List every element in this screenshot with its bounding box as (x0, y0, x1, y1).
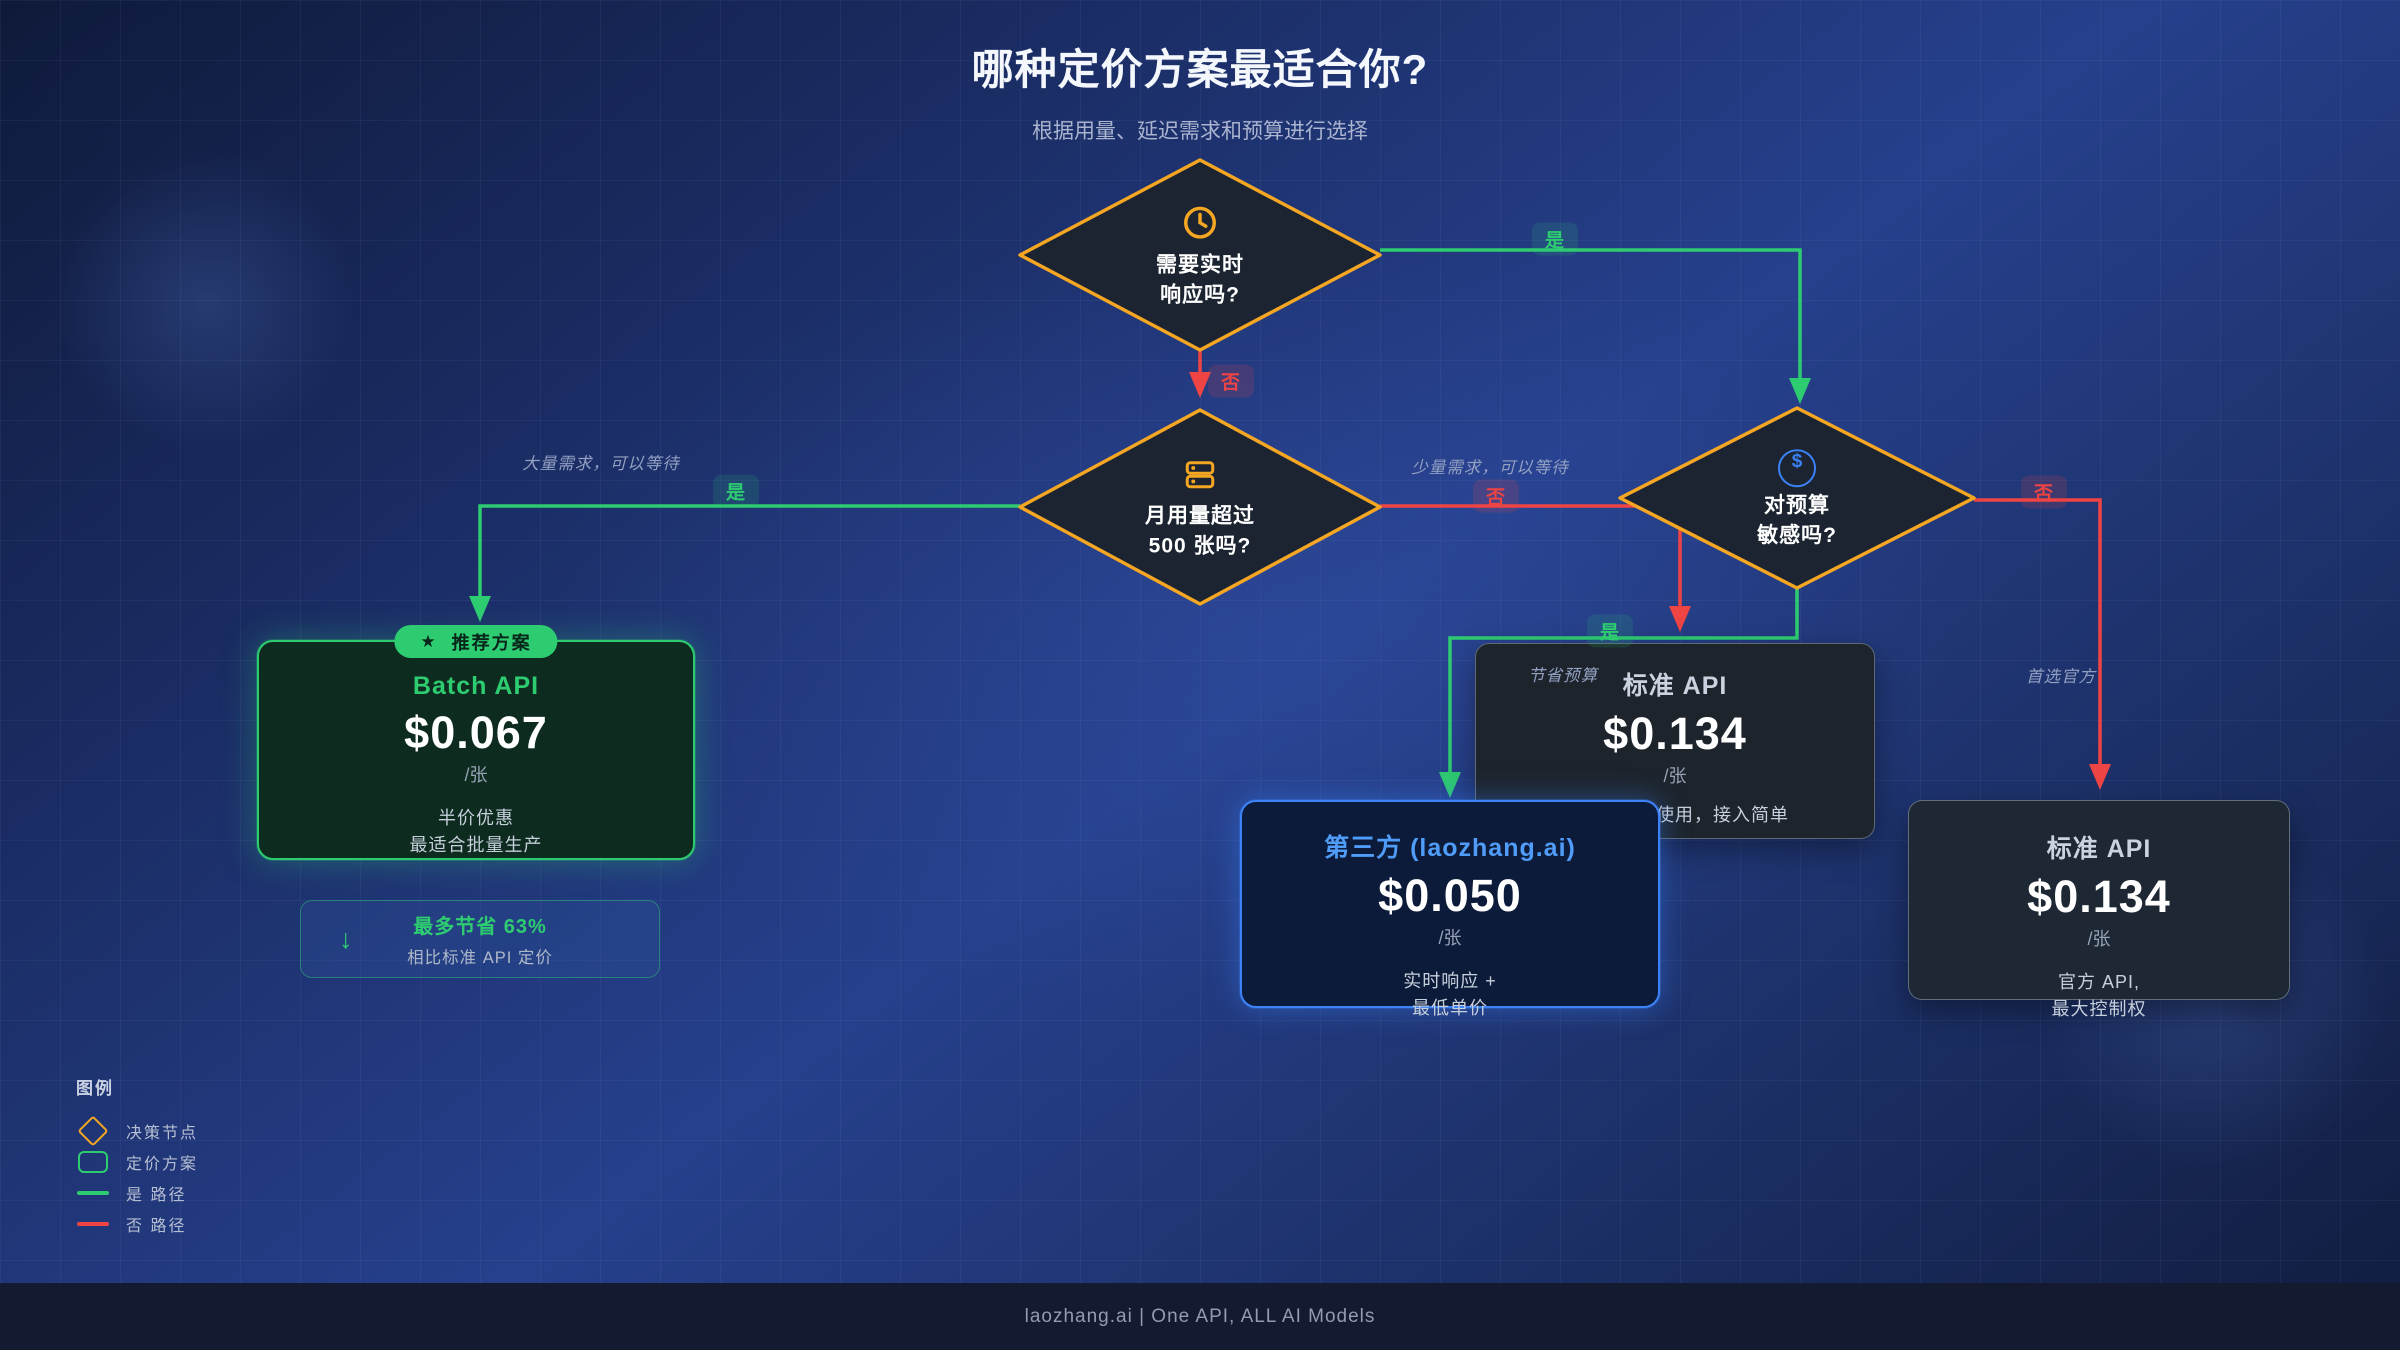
plan-description-line1: 官方 API, (2057, 972, 2140, 992)
rect-swatch-icon (76, 1151, 110, 1173)
plan-description-line1: 实时响应 + (1403, 971, 1497, 991)
clock-icon (1181, 204, 1219, 247)
star-icon: ★ (420, 631, 438, 651)
green-line-swatch-icon (76, 1191, 110, 1195)
plan-price: $0.067 (404, 707, 548, 758)
red-line-swatch-icon (76, 1222, 110, 1226)
plan-card-third-party: 第三方 (laozhang.ai) $0.050 /张 实时响应 + 最低单价 (1240, 800, 1660, 1018)
dollar-icon: $ (1778, 449, 1816, 488)
plan-description: 实时响应 + 最低单价 (1242, 968, 1658, 1022)
plan-card-standard-small: 标准 API $0.134 /张 适合小规模使用，接入简单 (1475, 643, 1875, 839)
plan-unit: /张 (464, 765, 488, 785)
decision-question-line2: 500 张吗? (1148, 534, 1252, 558)
footer-text: laozhang.ai | One API, ALL AI Models (1024, 1305, 1376, 1327)
decision-question: 需要实时 响应吗? (1040, 251, 1360, 311)
plan-card-batch: ★ 推荐方案 Batch API $0.067 /张 半价优惠 最适合批量生产 (257, 625, 695, 860)
decision-question: 对预算 敏感吗? (1637, 491, 1957, 551)
plan-name: 标准 API (2046, 835, 2152, 863)
down-arrow-icon: ↓ (339, 923, 353, 954)
decision-question-line1: 需要实时 (1156, 253, 1244, 277)
arrowhead-yes-volume (469, 596, 491, 622)
plan-description-line2: 最大控制权 (2051, 999, 2147, 1019)
database-icon (1182, 457, 1218, 498)
annotation-prefer-official: 首选官方 (2026, 668, 2096, 686)
legend-item-label: 定价方案 (126, 1156, 199, 1173)
plan-price: $0.134 (2027, 871, 2171, 922)
edge-yes-realtime (1380, 248, 1802, 378)
plan-price: $0.134 (1603, 708, 1747, 759)
plan-name: 第三方 (laozhang.ai) (1324, 834, 1576, 862)
footer-bar: laozhang.ai | One API, ALL AI Models (0, 1283, 2400, 1350)
decision-diamond-volume (1018, 408, 1382, 606)
arrowhead-no-volume (1669, 606, 1691, 632)
plan-name: 标准 API (1622, 672, 1728, 700)
decision-question-line2: 敏感吗? (1757, 524, 1837, 547)
dollar-glyph: $ (1791, 451, 1803, 473)
edge-label-no-budget: 否 (2020, 475, 2068, 509)
edge-label-yes-budget: 是 (1586, 614, 1634, 648)
savings-headline: 最多节省 63% (413, 916, 547, 938)
edge-yes-budget (1448, 588, 1799, 772)
arrowhead-yes-budget (1439, 772, 1461, 798)
plan-description: 半价优惠 最适合批量生产 (259, 805, 693, 859)
legend-item-plan: 定价方案 (76, 1150, 198, 1174)
decision-question-line1: 对预算 (1764, 494, 1830, 518)
plan-name: Batch API (412, 672, 540, 700)
edge-no-volume (1380, 504, 1682, 606)
arrowhead-no-budget (2089, 764, 2111, 790)
header: 哪种定价方案最适合你? 根据用量、延迟需求和预算进行选择 (0, 36, 2400, 145)
decision-question: 月用量超过 500 张吗? (1040, 502, 1360, 562)
legend: 图例 决策节点 定价方案 是 路径 否 路径 (76, 1074, 198, 1236)
legend-title: 图例 (76, 1079, 114, 1098)
recommended-badge-label: 推荐方案 (451, 632, 532, 653)
plan-description-line2: 最适合批量生产 (409, 835, 543, 855)
page-title: 哪种定价方案最适合你? (971, 46, 1429, 93)
decision-diamond-realtime (1018, 158, 1382, 352)
edge-label-no-realtime: 否 (1207, 364, 1255, 398)
legend-item-label: 否 路径 (126, 1218, 187, 1235)
savings-subtext: 相比标准 API 定价 (407, 949, 553, 967)
plan-description-line2: 最低单价 (1412, 998, 1488, 1018)
page-subtitle: 根据用量、延迟需求和预算进行选择 (1032, 120, 1368, 143)
edge-label-yes-realtime: 是 (1531, 222, 1579, 256)
decision-question-line2: 响应吗? (1160, 283, 1240, 307)
plan-unit: /张 (1663, 766, 1687, 786)
edge-label-no-volume: 否 (1472, 479, 1520, 513)
legend-item-no-path: 否 路径 (76, 1212, 198, 1236)
decision-node-budget: $ 对预算 敏感吗? (1637, 449, 1957, 551)
decision-diamond-budget (1618, 406, 1976, 590)
arrowhead-yes-realtime (1789, 378, 1811, 404)
legend-item-decision: 决策节点 (76, 1115, 199, 1147)
annotation-low-volume: 少量需求，可以等待 (1411, 459, 1569, 477)
arrowhead-no-realtime (1189, 372, 1211, 398)
plan-card-standard-official: 标准 API $0.134 /张 官方 API, 最大控制权 (1908, 800, 2290, 1019)
diamond-swatch-icon (76, 1115, 110, 1147)
annotation-high-volume: 大量需求，可以等待 (522, 455, 680, 473)
legend-item-yes-path: 是 路径 (76, 1181, 198, 1205)
edge-no-budget (1974, 498, 2102, 764)
legend-item-label: 决策节点 (126, 1125, 199, 1142)
annotation-save-budget: 节省预算 (1528, 667, 1598, 685)
decision-node-realtime: 需要实时 响应吗? (1040, 204, 1360, 311)
savings-note: ↓ 最多节省 63% 相比标准 API 定价 (300, 900, 660, 978)
plan-price: $0.050 (1378, 870, 1522, 921)
edge-label-yes-volume: 是 (712, 474, 760, 508)
legend-item-label: 是 路径 (126, 1187, 187, 1204)
plan-unit: /张 (1438, 928, 1462, 948)
plan-unit: /张 (2087, 929, 2111, 949)
savings-text: 最多节省 63% 相比标准 API 定价 (301, 910, 659, 968)
plan-description-line1: 半价优惠 (438, 808, 514, 828)
plan-description: 官方 API, 最大控制权 (1909, 969, 2289, 1023)
decision-question-line1: 月用量超过 (1145, 504, 1255, 528)
decision-node-volume: 月用量超过 500 张吗? (1040, 457, 1360, 562)
edge-yes-volume (478, 504, 1020, 596)
recommended-badge: ★ 推荐方案 (394, 625, 558, 658)
